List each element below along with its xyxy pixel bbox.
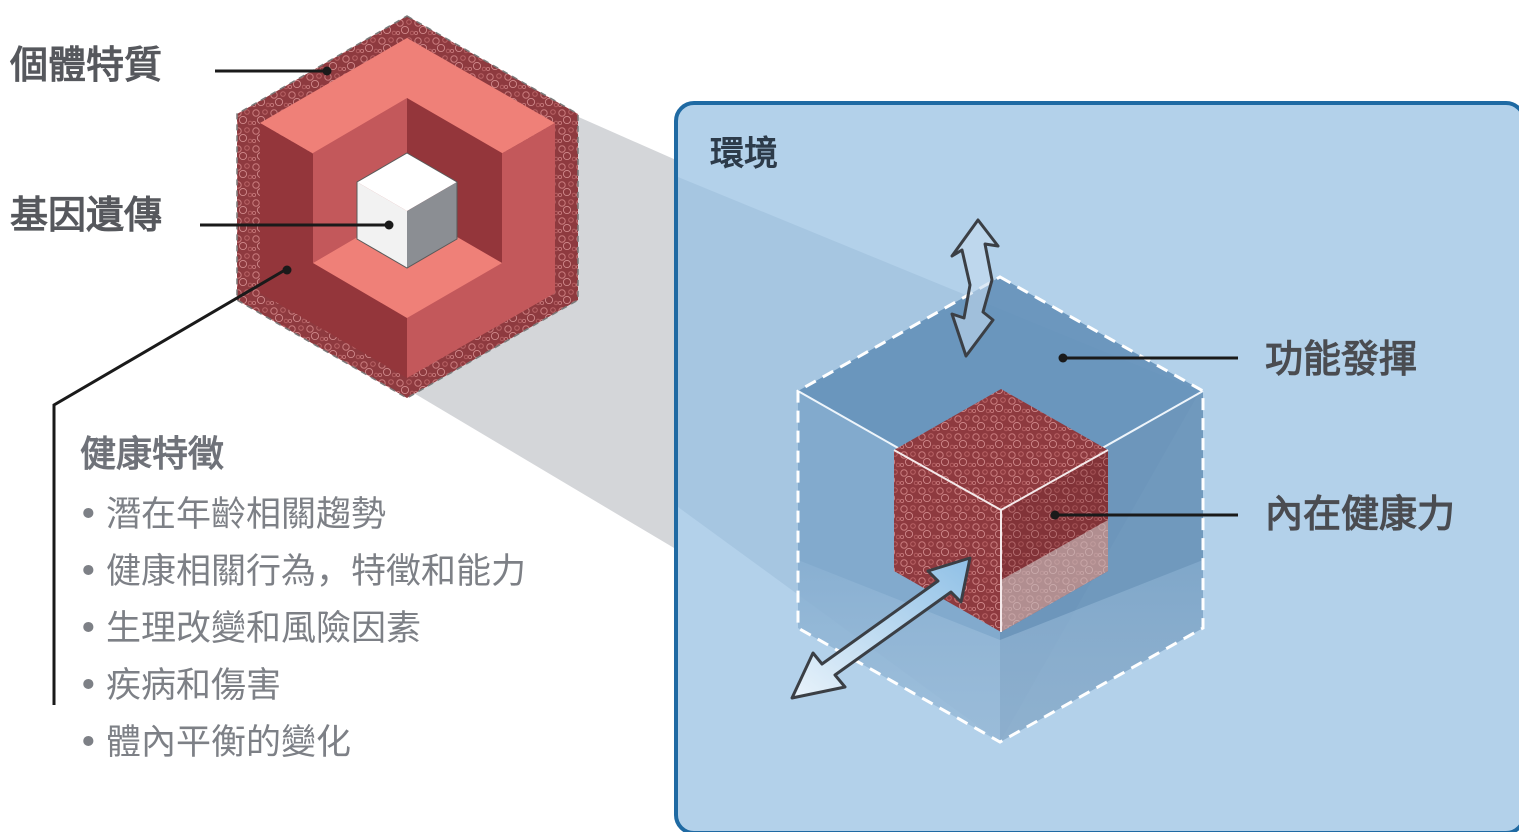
functional-ability-cube-outline <box>796 275 1205 744</box>
individual-traits-label: 個體特質 <box>10 43 163 87</box>
health-characteristics-title: 健康特徵 <box>80 434 225 475</box>
list-item-text: 疾病和傷害 <box>106 666 282 706</box>
bullet: • <box>78 609 99 649</box>
bullet: • <box>78 495 99 535</box>
health-characteristics-leader <box>52 268 286 705</box>
intrinsic-capacity-label: 內在健康力 <box>1265 492 1456 536</box>
vertical-double-arrow-icon <box>950 218 1000 358</box>
list-item-text: 潛在年齡相關趨勢 <box>106 495 387 535</box>
list-item: •生理改變和風險因素 <box>78 601 526 658</box>
genetic-inheritance-label: 基因遺傳 <box>10 193 163 237</box>
list-item: •健康相關行為，特徵和能力 <box>78 544 526 601</box>
leader-lines <box>52 66 1238 705</box>
diagonal-double-arrow-icon <box>790 556 972 700</box>
bullet: • <box>78 552 99 592</box>
bullet: • <box>78 723 99 763</box>
list-item: •潛在年齡相關趨勢 <box>78 487 526 544</box>
list-item: •體內平衡的變化 <box>78 715 526 772</box>
functional-ability-label: 功能發揮 <box>1265 337 1418 381</box>
environment-label: 環境 <box>710 134 778 174</box>
cube-floor-shading <box>798 560 1203 742</box>
health-characteristics-list: •潛在年齡相關趨勢 •健康相關行為，特徵和能力 •生理改變和風險因素 •疾病和傷… <box>78 487 526 772</box>
list-item-text: 健康相關行為，特徵和能力 <box>106 552 527 592</box>
bullet: • <box>78 666 99 706</box>
list-item-text: 生理改變和風險因素 <box>106 609 422 649</box>
list-item: •疾病和傷害 <box>78 658 526 715</box>
list-item-text: 體內平衡的變化 <box>106 723 352 763</box>
intrinsic-capacity-cube <box>893 389 1109 632</box>
